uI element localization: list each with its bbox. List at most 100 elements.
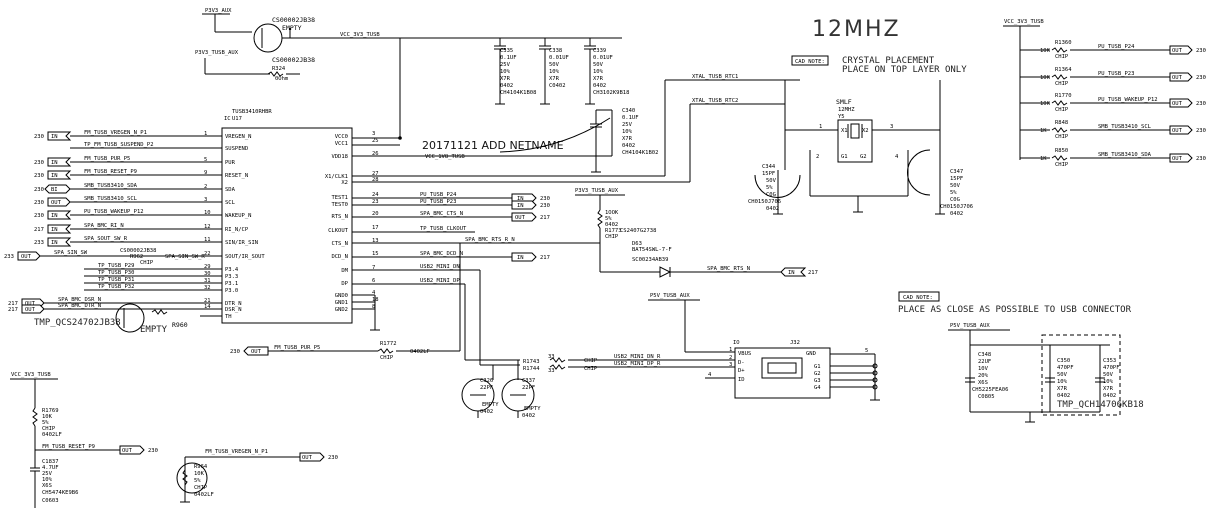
net-label: USB2_MINI_DP (420, 278, 460, 284)
resistor-value: 1K (1040, 156, 1047, 162)
svg-text:C353: C353 (1103, 358, 1116, 364)
svg-text:10%: 10% (1057, 379, 1068, 385)
ic-pin-number: 20 (372, 211, 379, 217)
svg-text:X7R: X7R (549, 76, 560, 82)
net-label: PU_TUSB_WAKEUP_P12 (1098, 97, 1158, 103)
svg-text:D-: D- (738, 360, 745, 366)
ic-pin-number: 28 (372, 177, 379, 183)
svg-text:J32: J32 (790, 340, 800, 346)
ic-pin-number: 13 (372, 238, 379, 244)
svg-text:217: 217 (540, 215, 550, 221)
page-ref: 230 (34, 187, 44, 193)
svg-text:G2: G2 (860, 154, 867, 160)
svg-text:C340: C340 (622, 108, 635, 114)
svg-text:X7R: X7R (622, 136, 633, 142)
ic-pin-number: 27 (372, 171, 379, 177)
page-ref: 230 (1196, 128, 1206, 134)
svg-text:R1773: R1773 (605, 228, 622, 234)
svg-text:CH0150J706: CH0150J706 (940, 204, 973, 210)
port-direction: BI (51, 187, 58, 193)
svg-text:G3: G3 (814, 378, 821, 384)
net-label: SMB_TUSB3410_SCL (1098, 124, 1152, 130)
svg-text:ID: ID (738, 377, 745, 383)
port-direction: OUT (1172, 101, 1183, 107)
svg-text:1: 1 (819, 124, 822, 130)
r324-ref: R324 (272, 66, 286, 72)
ic-pin-number: 29 (204, 264, 211, 270)
net-label: SMB_TUSB3410_SDA (1098, 152, 1152, 158)
svg-text:SPA_SIN_SW_R: SPA_SIN_SW_R (165, 254, 205, 260)
page-ref: 217 (8, 307, 18, 313)
cap-c340: VCC_1V8_TUSB C340 0.1UF 25V 10% X7R 0402… (352, 108, 658, 173)
svg-text:D63: D63 (632, 241, 642, 247)
ic-pin-number: 2 (204, 184, 207, 190)
ic-pin-name: VREGEN_N (225, 134, 252, 140)
usb-connector-j32: P5V_TUSB_AUX IO J32 VBUS D- D+ ID 1 2 3 … (648, 293, 880, 401)
svg-text:D+: D+ (738, 368, 745, 374)
ic-pin-name: GND1 (335, 300, 348, 306)
page-ref: 233 (34, 240, 44, 246)
cad-note-line1: PLACE AS CLOSE AS POSSIBLE TO USB CONNEC… (898, 305, 1132, 315)
resistor-mark: CHIP (1055, 54, 1069, 60)
svg-text:X1: X1 (841, 128, 848, 134)
svg-text:OUT: OUT (515, 215, 526, 221)
svg-text:4: 4 (895, 154, 899, 160)
svg-text:1: 1 (729, 347, 732, 353)
transistor-part2: CS00002JB38 (272, 56, 315, 64)
svg-text:IN: IN (517, 255, 524, 261)
rts-circuit: P3V3_TUSB_AUX 1OOK 5% 0402 R1773 CHIP CS… (575, 188, 818, 278)
tmp-label: TMP_QCH14706KB18 (1057, 400, 1144, 410)
ic-pin-name: P3.4 (225, 267, 239, 273)
net-label: TP_TUSB_CLKOUT (420, 226, 467, 232)
svg-text:CHIP: CHIP (42, 426, 56, 432)
svg-text:2: 2 (729, 355, 732, 361)
ic-right-nets: XTAL_TUSB_RTC1 XTAL_TUSB_RTC2 PU_TUSB_P2… (352, 74, 785, 331)
net-label: FM_TUSB_PUR_P5 (84, 156, 130, 162)
ic-pin-name: VCC0 (335, 134, 348, 140)
crystal-name: SMLF (836, 98, 852, 106)
resistor-ref: R1360 (1055, 40, 1072, 46)
svg-text:C337: C337 (522, 378, 535, 384)
svg-text:CH4104K1B08: CH4104K1B08 (500, 90, 536, 96)
svg-text:EMPTY: EMPTY (140, 325, 168, 335)
svg-text:CS2407G2738: CS2407G2738 (620, 228, 656, 234)
svg-text:C326: C326 (480, 378, 493, 384)
svg-text:22PF: 22PF (480, 385, 493, 391)
ic-pin-number: 3 (372, 131, 375, 137)
svg-text:G2: G2 (814, 371, 821, 377)
svg-text:0.1UF: 0.1UF (500, 55, 517, 61)
svg-text:USB2_MINI_DP_R: USB2_MINI_DP_R (614, 361, 661, 367)
svg-text:CH5225FEA06: CH5225FEA06 (972, 387, 1008, 393)
svg-text:0402: 0402 (622, 143, 635, 149)
svg-text:CHIP: CHIP (584, 366, 598, 372)
svg-text:BAT54SWL-7-F: BAT54SWL-7-F (632, 247, 672, 253)
ic-pin-number: 11 (204, 237, 211, 243)
page-ref: 230 (1196, 101, 1206, 107)
svg-text:230: 230 (148, 448, 158, 454)
port-direction: OUT (25, 307, 36, 313)
svg-text:470PF: 470PF (1057, 365, 1074, 371)
page-ref: 230 (34, 200, 44, 206)
ic-pin-number: 1 (204, 131, 207, 137)
left-net-labels: FM_TUSB_VREGEN_N_P1IN230TP_FM_TUSB_SUSPE… (4, 130, 200, 314)
svg-text:CH5474KE9B6: CH5474KE9B6 (42, 490, 78, 496)
ic-pin-number: 30 (204, 271, 211, 277)
svg-text:OUT: OUT (122, 448, 133, 454)
svg-text:IO: IO (733, 340, 740, 346)
ic-pin-name: CTS_N (331, 241, 348, 247)
svg-text:0402: 0402 (1103, 393, 1116, 399)
rail-label: VCC_3V3_TUSB (340, 32, 380, 38)
resistor-ref: R1364 (1055, 67, 1072, 73)
svg-text:230: 230 (328, 455, 338, 461)
r324-val: 0Ohm (275, 76, 289, 82)
ic-pin-number: 17 (372, 225, 379, 231)
svg-text:C0G: C0G (950, 197, 960, 203)
page-ref: 230 (34, 134, 44, 140)
crystal-load-caps: C344 15PF 50V 5% C0G CH0150J706 0402 C34… (748, 149, 973, 217)
svg-text:50V: 50V (549, 62, 560, 68)
svg-text:X7R: X7R (1057, 386, 1068, 392)
ic-pin-name: SIN/IR_SIN (225, 240, 258, 246)
ic-pin-name: GND2 (335, 307, 348, 313)
port-direction: IN (51, 134, 58, 140)
